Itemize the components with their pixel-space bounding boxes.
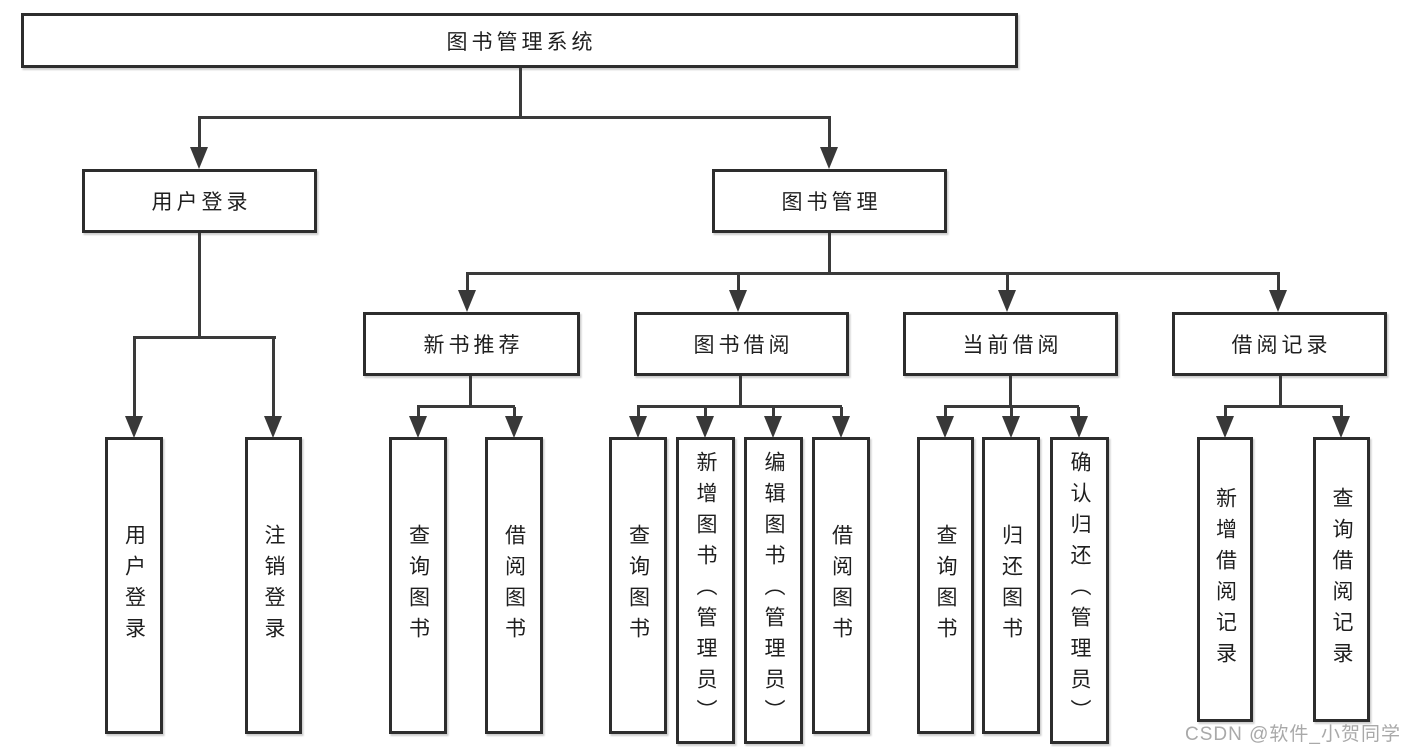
arrowhead-add-borrow-record [1216,416,1234,438]
connector-userlogin-drop2 [272,338,275,418]
connector-borrow-rail [637,405,842,408]
connector-root-drop-left [198,118,201,150]
arrowhead-add-books [696,416,714,438]
connector-root-drop-right [828,118,831,150]
connector-userlogin-stem [198,233,201,338]
connector-recommend-drop1 [417,407,420,421]
connector-userlogin-rail [133,336,276,339]
node-current-borrow: 当前借阅 [903,312,1118,376]
connector-current-drop1 [944,407,947,421]
connector-borrow-drop2 [704,407,707,421]
arrowhead-new-book-recommend [458,290,476,312]
connector-current-rail [944,405,1079,408]
leaf-logout: 注销登录 [245,437,302,734]
arrowhead-borrow-records [1269,290,1287,312]
connector-records-rail [1224,405,1343,408]
connector-l3-drop2 [737,274,740,292]
connector-borrow-drop4 [840,407,843,421]
node-borrow-records: 借阅记录 [1172,312,1387,376]
arrowhead-leaf-logout [264,416,282,438]
arrowhead-return-books [1002,416,1020,438]
connector-recommend-stem [469,376,472,407]
connector-borrow-stem [739,376,742,407]
arrowhead-borrow-books-recommend [505,416,523,438]
leaf-user-login: 用户登录 [105,437,163,734]
leaf-add-books-admin: 新增图书（管理员） [676,437,735,744]
arrowhead-edit-books [764,416,782,438]
leaf-edit-books-admin: 编辑图书（管理员） [744,437,803,744]
connector-borrow-drop1 [637,407,640,421]
connector-current-stem [1009,376,1012,407]
leaf-confirm-return-admin: 确认归还（管理员） [1050,437,1109,744]
connector-current-drop3 [1077,407,1080,421]
connector-root-rail [198,116,831,119]
arrowhead-leaf-user-login [125,416,143,438]
arrowhead-current-borrow [998,290,1016,312]
connector-bookmgmt-stem [828,233,831,274]
arrowhead-query-books-current [936,416,954,438]
connector-bookmgmt-rail [466,272,1280,275]
connector-root-stem [519,68,522,118]
arrowhead-borrow-books [832,416,850,438]
connector-current-drop2 [1010,407,1013,421]
arrowhead-book-management [820,147,838,169]
arrowhead-query-borrow-record [1332,416,1350,438]
arrowhead-query-books-recommend [409,416,427,438]
node-user-login: 用户登录 [82,169,317,233]
leaf-query-borrow-record: 查询借阅记录 [1313,437,1370,722]
node-book-borrow: 图书借阅 [634,312,849,376]
leaf-query-books-current: 查询图书 [917,437,974,734]
arrowhead-confirm-return [1070,416,1088,438]
connector-records-drop1 [1224,407,1227,421]
connector-userlogin-drop1 [133,338,136,418]
connector-l3-drop4 [1277,274,1280,292]
node-new-book-recommend: 新书推荐 [363,312,580,376]
connector-recommend-rail [417,405,515,408]
connector-records-drop2 [1340,407,1343,421]
arrowhead-user-login [190,147,208,169]
node-book-management: 图书管理 [712,169,947,233]
arrowhead-book-borrow [729,290,747,312]
connector-l3-drop1 [466,274,469,292]
leaf-borrow-books-recommend: 借阅图书 [485,437,543,734]
connector-l3-drop3 [1006,274,1009,292]
connector-records-stem [1279,376,1282,407]
leaf-query-books-recommend: 查询图书 [389,437,447,734]
leaf-borrow-books: 借阅图书 [812,437,870,734]
csdn-watermark: CSDN @软件_小贺同学 [1185,724,1401,745]
connector-borrow-drop3 [772,407,775,421]
node-library-system: 图书管理系统 [21,13,1018,68]
leaf-add-borrow-record: 新增借阅记录 [1197,437,1253,722]
arrowhead-query-books-borrow [629,416,647,438]
connector-recommend-drop2 [513,407,516,421]
leaf-query-books-borrow: 查询图书 [609,437,667,734]
leaf-return-books: 归还图书 [982,437,1040,734]
